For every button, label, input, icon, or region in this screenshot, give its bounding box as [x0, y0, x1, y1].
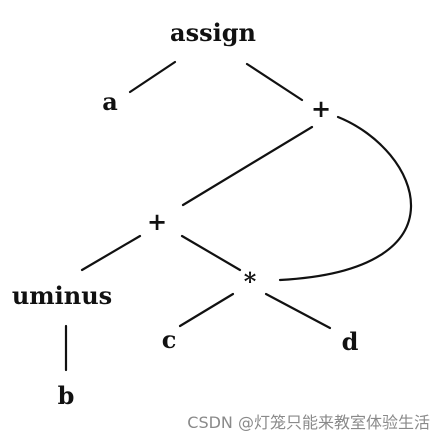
node-b: b — [58, 381, 75, 410]
watermark-text: CSDN @灯笼只能来教室体验生活 — [187, 413, 430, 432]
edge-assign-plus-top — [245, 62, 304, 102]
node-uminus: uminus — [12, 281, 112, 310]
node-plus-top: + — [311, 94, 331, 123]
edge-plus-mid-star — [180, 234, 242, 272]
node-assign: assign — [170, 18, 256, 47]
node-a: a — [102, 87, 118, 116]
edge-assign-a — [128, 60, 177, 94]
edge-plus-mid-uminus — [80, 234, 142, 272]
node-star: * — [244, 267, 257, 296]
node-c: c — [162, 325, 177, 354]
edge-plus-top-star — [278, 115, 413, 282]
edge-plus-top-plus-mid — [181, 125, 314, 207]
edge-star-d — [264, 292, 332, 330]
edge-star-c — [178, 292, 235, 328]
node-d: d — [342, 327, 359, 356]
node-plus-mid: + — [147, 207, 167, 236]
